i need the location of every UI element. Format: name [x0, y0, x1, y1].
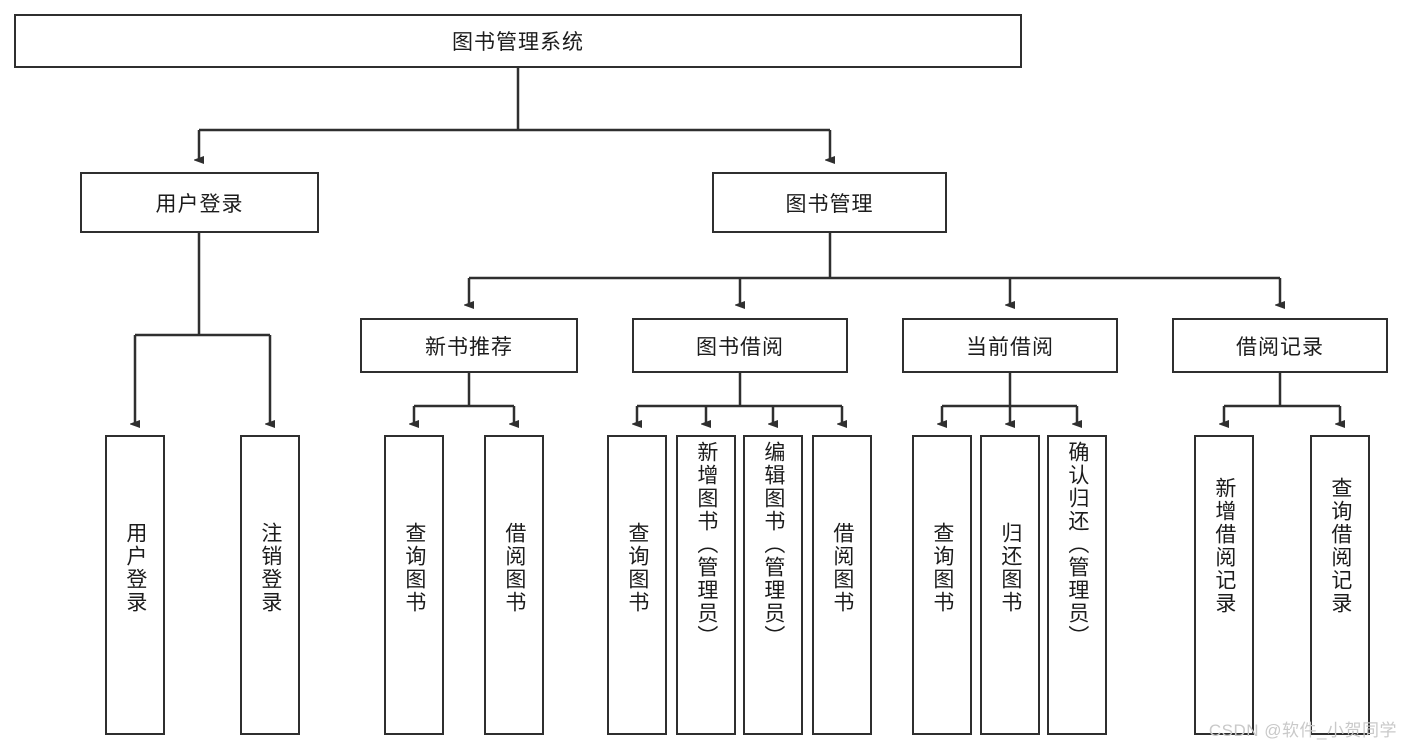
leaf-label: 借阅图书: [502, 522, 526, 614]
node-new-book-recommend-label: 新书推荐: [425, 335, 513, 359]
leaf-label: 新增借阅记录: [1212, 477, 1236, 615]
leaf-current-return-book[interactable]: 归还图书: [980, 435, 1040, 735]
node-user-login-label: 用户登录: [155, 192, 244, 216]
node-book-management-label: 图书管理: [785, 192, 874, 216]
node-book-borrow-label: 图书借阅: [696, 335, 784, 359]
leaf-current-confirm-return-admin[interactable]: 确认归还（管理员）: [1047, 435, 1107, 735]
node-new-book-recommend[interactable]: 新书推荐: [360, 318, 578, 373]
node-current-borrow[interactable]: 当前借阅: [902, 318, 1118, 373]
leaf-label: 查询图书: [930, 522, 954, 614]
leaf-borrow-edit-book-admin[interactable]: 编辑图书（管理员）: [743, 435, 803, 735]
node-borrow-record-label: 借阅记录: [1236, 335, 1324, 359]
leaf-record-add[interactable]: 新增借阅记录: [1194, 435, 1254, 735]
node-borrow-record[interactable]: 借阅记录: [1172, 318, 1388, 373]
leaf-label: 用户登录: [123, 522, 147, 614]
node-book-borrow[interactable]: 图书借阅: [632, 318, 848, 373]
node-user-login[interactable]: 用户登录: [80, 172, 319, 233]
node-root-label: 图书管理系统: [452, 31, 584, 54]
leaf-label: 编辑图书（管理员）: [761, 441, 785, 648]
leaf-borrow-query-book[interactable]: 查询图书: [607, 435, 667, 735]
node-book-management[interactable]: 图书管理: [712, 172, 947, 233]
leaf-user-login-login[interactable]: 用户登录: [105, 435, 165, 735]
leaf-label: 查询借阅记录: [1328, 477, 1352, 615]
leaf-borrow-borrow-book[interactable]: 借阅图书: [812, 435, 872, 735]
leaf-new-book-query[interactable]: 查询图书: [384, 435, 444, 735]
node-root[interactable]: 图书管理系统: [14, 14, 1022, 68]
leaf-user-login-logout[interactable]: 注销登录: [240, 435, 300, 735]
leaf-label: 新增图书（管理员）: [694, 441, 718, 648]
leaf-label: 查询图书: [402, 522, 426, 614]
leaf-label: 确认归还（管理员）: [1065, 441, 1089, 648]
leaf-record-query[interactable]: 查询借阅记录: [1310, 435, 1370, 735]
leaf-label: 归还图书: [998, 522, 1022, 614]
leaf-current-query-book[interactable]: 查询图书: [912, 435, 972, 735]
leaf-label: 借阅图书: [830, 522, 854, 614]
csdn-watermark: CSDN @软件_小贺同学: [1208, 721, 1397, 740]
node-current-borrow-label: 当前借阅: [966, 335, 1054, 359]
leaf-new-book-borrow[interactable]: 借阅图书: [484, 435, 544, 735]
leaf-label: 查询图书: [625, 522, 649, 614]
leaf-label: 注销登录: [258, 522, 282, 614]
leaf-borrow-add-book-admin[interactable]: 新增图书（管理员）: [676, 435, 736, 735]
